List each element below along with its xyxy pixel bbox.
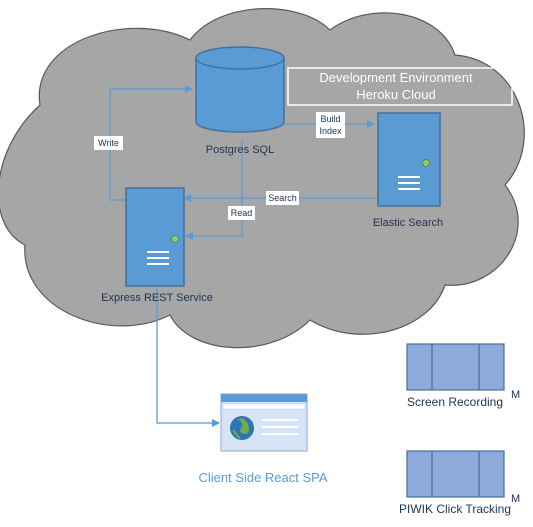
screen-recording-label: Screen Recording xyxy=(407,395,503,409)
edge-label-build-text: Build xyxy=(320,114,340,124)
edge-label-write-text: Write xyxy=(98,138,119,148)
environment-title-box: Development Environment Heroku Cloud xyxy=(287,67,513,106)
module-block-icon xyxy=(406,450,505,498)
database-cylinder-icon xyxy=(195,46,285,133)
environment-title-line1: Development Environment xyxy=(319,70,473,85)
elastic-label: Elastic Search xyxy=(373,217,443,229)
piwik-module xyxy=(406,450,505,498)
status-light-icon xyxy=(422,159,430,167)
edge-label-read: Read xyxy=(228,206,255,220)
edge-label-index-text: Index xyxy=(319,126,342,136)
edge-read xyxy=(185,140,243,240)
elastic-search-server xyxy=(377,112,441,207)
client-label: Client Side React SPA xyxy=(198,470,327,485)
screen-recording-module xyxy=(406,343,505,391)
status-light-icon xyxy=(171,235,179,243)
edge-label-build-index: Build Index xyxy=(316,112,345,138)
express-rest-server xyxy=(125,187,185,287)
express-label: Express REST Service xyxy=(101,292,213,304)
edge-label-search-text: Search xyxy=(268,193,297,203)
edge-label-read-text: Read xyxy=(231,208,253,218)
edge-label-write: Write xyxy=(94,136,123,150)
module-block-icon xyxy=(406,343,505,391)
postgres-label: Postgres SQL xyxy=(206,144,274,156)
edge-client xyxy=(156,288,220,427)
browser-window-globe-icon xyxy=(220,393,308,452)
server-tower-icon xyxy=(377,112,441,207)
environment-title-line2: Heroku Cloud xyxy=(356,87,436,102)
edge-label-search: Search xyxy=(266,191,299,205)
piwik-suffix: M xyxy=(511,493,520,505)
screen-recording-suffix: M xyxy=(511,389,520,401)
piwik-label: PIWIK Click Tracking xyxy=(399,502,511,516)
